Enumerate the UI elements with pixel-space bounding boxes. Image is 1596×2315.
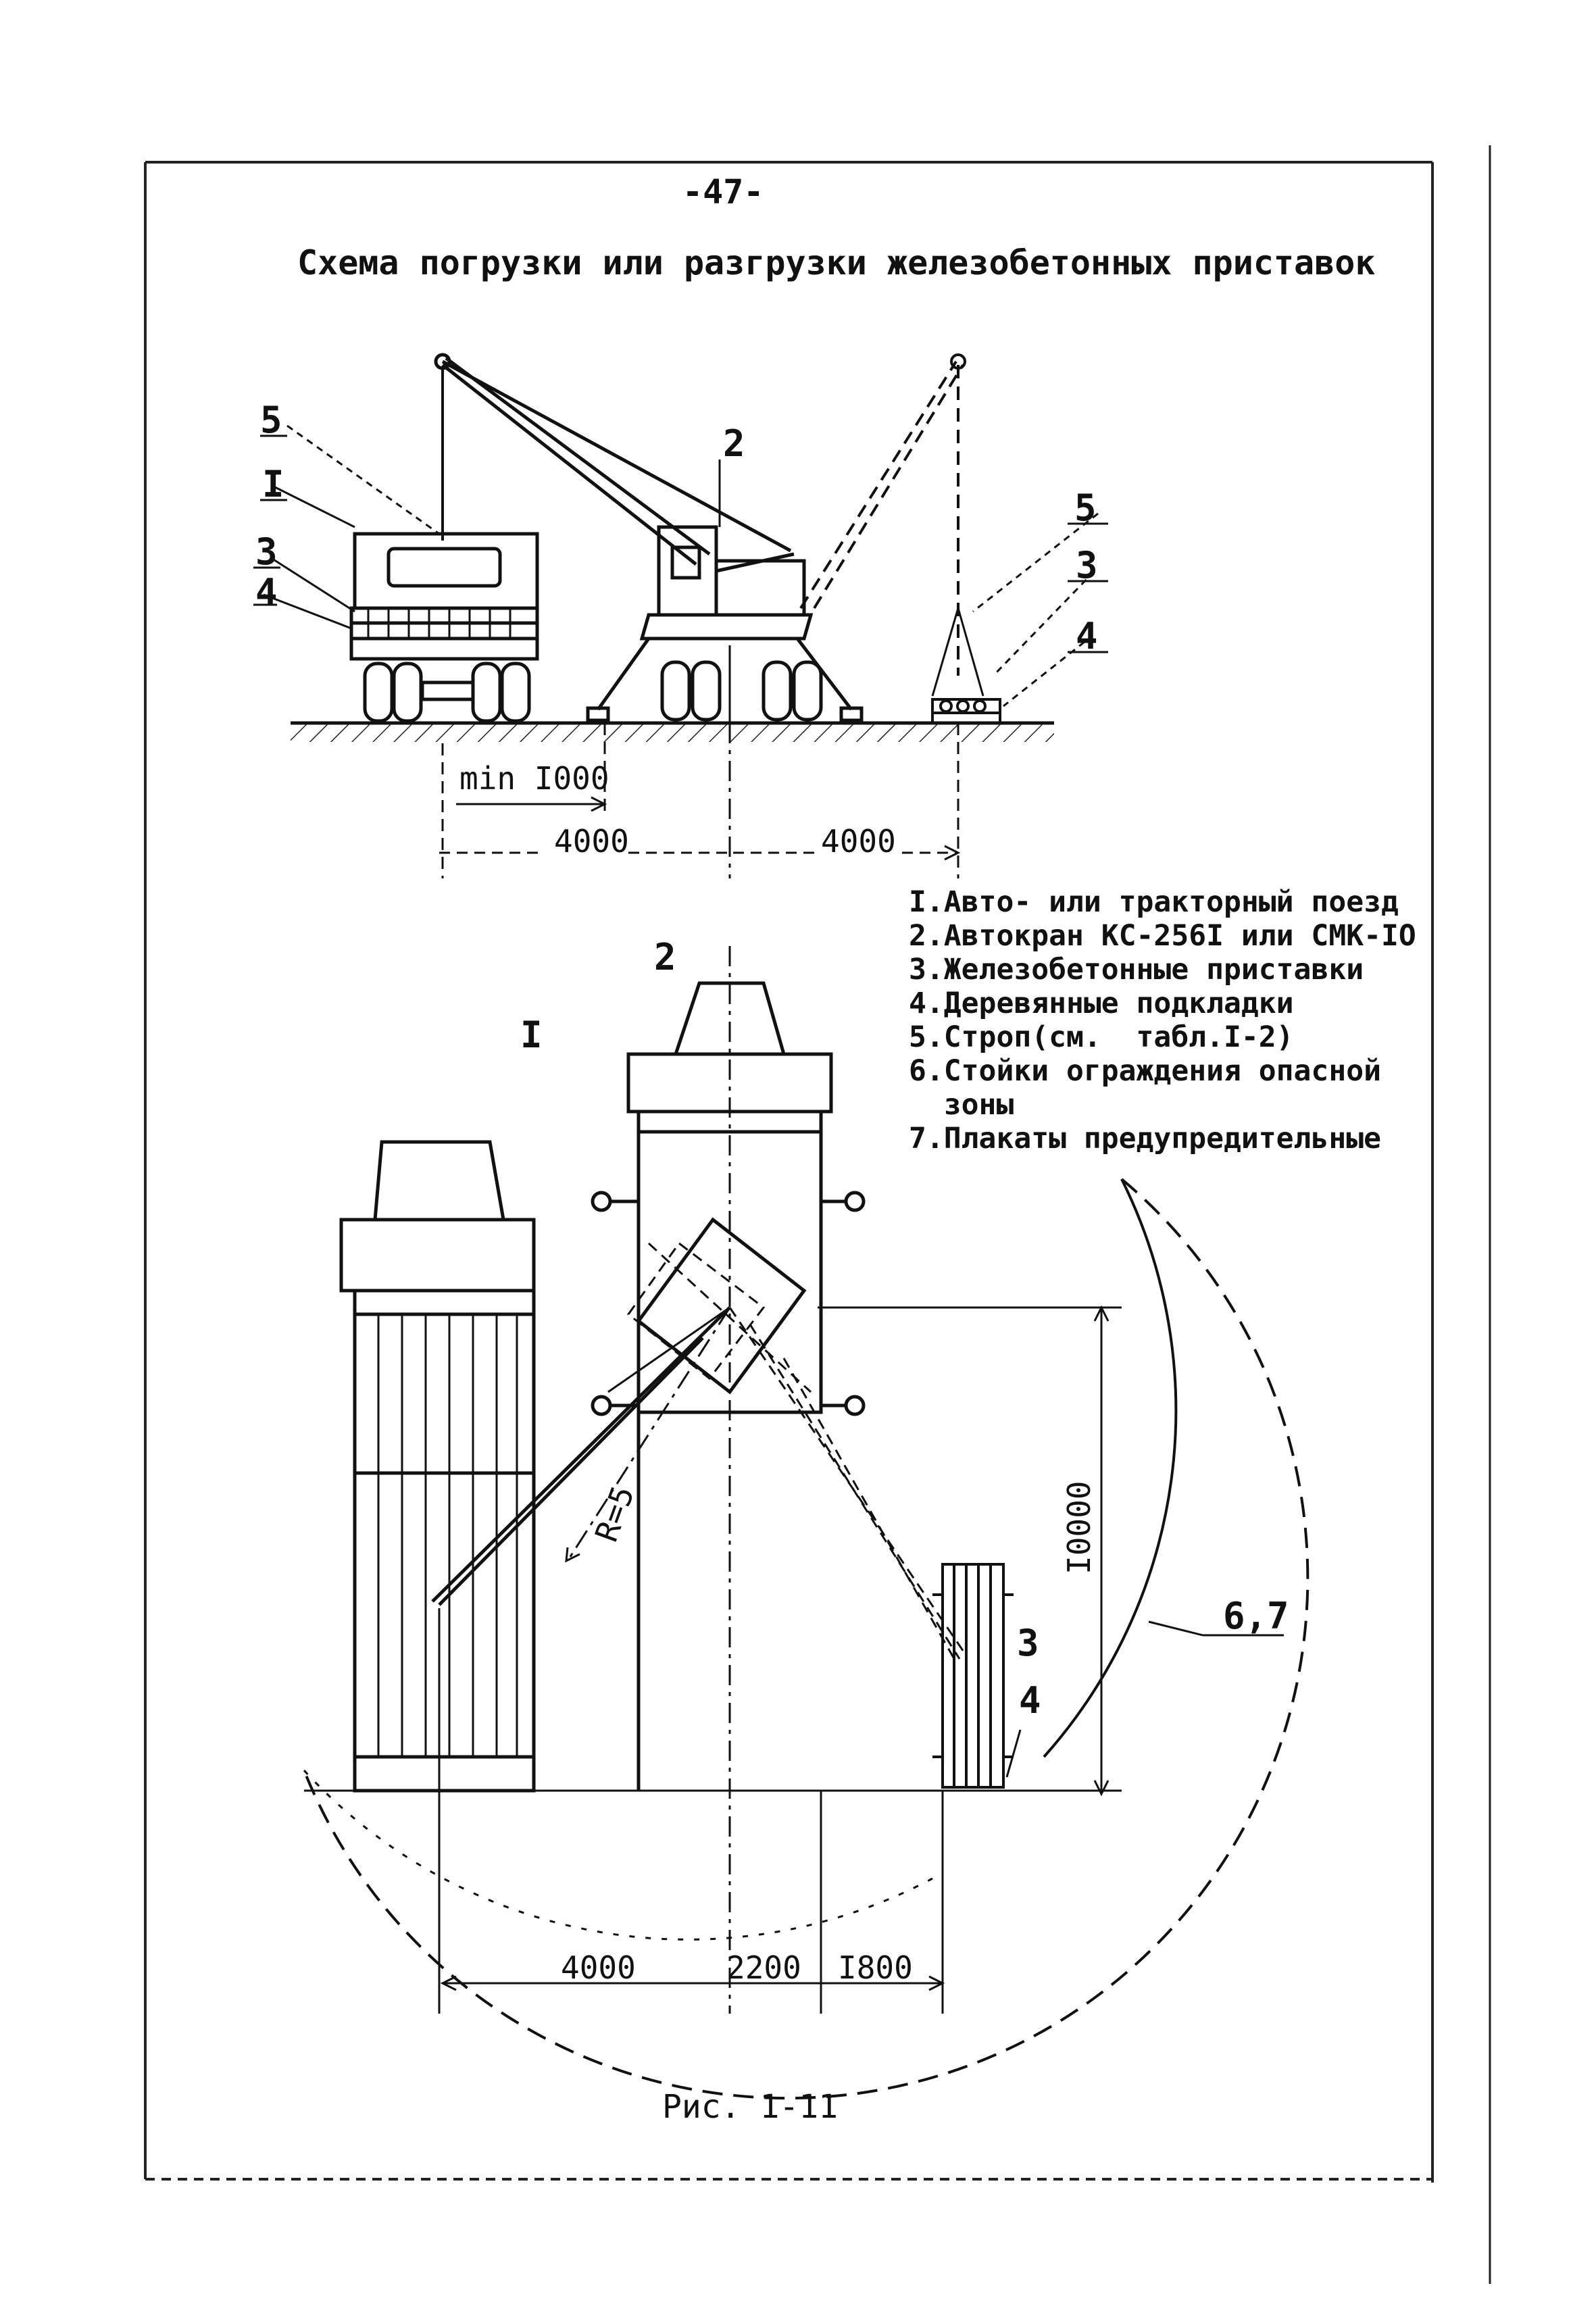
figure-caption: Рис. 1-11 [662, 2088, 839, 2126]
leader-lines-elevation [253, 424, 1108, 707]
marker-4-plan: 4 [1019, 1679, 1041, 1722]
legend-item-6-cont: зоны [909, 1088, 1014, 1122]
marker-5-left: 5 [260, 399, 282, 441]
dim-elevation-right: 4000 [821, 823, 896, 860]
panels-plan [932, 1563, 1014, 1789]
dim-elevation-left: 4000 [554, 823, 629, 860]
marker-1-elevation: I [262, 463, 284, 505]
crane-plan [431, 981, 968, 1791]
truck-plan [339, 1140, 536, 1793]
legend-item-6: 6.Стойки ограждения опасной [909, 1054, 1381, 1088]
marker-4-right: 4 [1076, 615, 1098, 657]
dim-min-gap: min I000 [459, 760, 609, 797]
marker-3-left: 3 [255, 530, 278, 573]
dim-vertical-10000: I0000 [1061, 1480, 1097, 1574]
danger-zone-circle [303, 1178, 1310, 2100]
legend: I.Авто- или тракторный поезд 2.Автокран … [909, 885, 1416, 1155]
legend-item-1: I.Авто- или тракторный поезд [909, 885, 1399, 919]
truck-elevation [349, 532, 539, 723]
dimension-lines-elevation [439, 723, 961, 878]
legend-item-2: 2.Автокран КС-256I или СМК-IO [909, 919, 1416, 953]
legend-item-5: 5.Строп(см. табл.I-2) [909, 1020, 1294, 1054]
marker-4-left: 4 [255, 571, 278, 614]
marker-2-elevation: 2 [723, 422, 745, 465]
marker-2-plan: 2 [654, 936, 676, 978]
page-number: -47- [682, 172, 764, 211]
ground-line [291, 721, 1054, 742]
marker-1-plan: I [520, 1014, 543, 1056]
diagram-title: Схема погрузки или разгрузки железобетон… [297, 243, 1376, 282]
crane-elevation [434, 353, 984, 723]
dim-plan-1800: I800 [838, 1949, 913, 1986]
marker-3-right: 3 [1076, 544, 1098, 587]
legend-item-3: 3.Железобетонные приставки [909, 953, 1364, 987]
legend-item-7: 7.Плакаты предупредительные [909, 1122, 1381, 1155]
panels-on-pads-elevation [931, 698, 1001, 724]
legend-item-4: 4.Деревянные подкладки [909, 987, 1294, 1020]
marker-5-right: 5 [1074, 487, 1097, 529]
dim-plan-2200: 2200 [726, 1949, 801, 1986]
page-frame [144, 145, 1491, 2284]
marker-zone-6-7: 6,7 [1223, 1595, 1289, 1637]
dimension-lines-plan [304, 946, 1284, 2014]
marker-3-plan: 3 [1017, 1622, 1039, 1664]
dim-plan-4000: 4000 [561, 1949, 636, 1986]
